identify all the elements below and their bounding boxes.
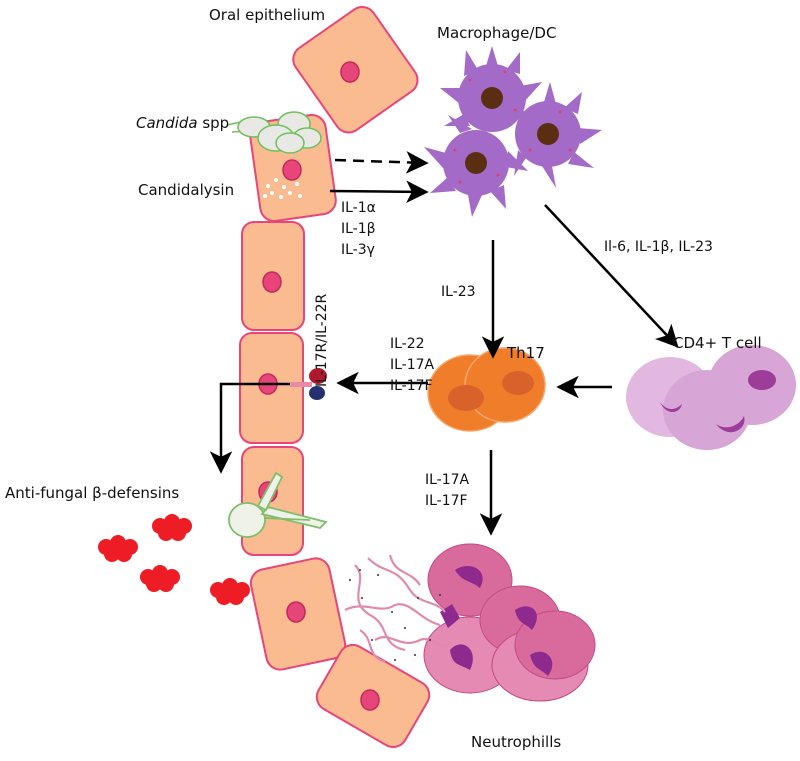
arrow-epithelium-to-macrophage [329, 180, 429, 204]
th17-cell [427, 347, 546, 432]
label-il1b: IL-1β [341, 221, 376, 237]
epithelial-cell-4 [239, 332, 304, 444]
label-macrophage-dc: Macrophage/DC [437, 24, 557, 42]
net-strands [344, 554, 451, 664]
epithelial-cell-7 [315, 643, 431, 749]
epithelial-cell-5 [241, 446, 304, 556]
label-il1-group: IL-1α IL-1β IL-3γ [341, 198, 376, 261]
macrophage-cluster [424, 46, 602, 217]
defensin-cluster [98, 514, 250, 605]
neutrophil-cluster [423, 543, 596, 702]
label-neutrophils: Neutrophills [471, 733, 562, 751]
arrow-macrophage-to-cd4 [544, 204, 679, 348]
label-candida-suffix: spp [197, 114, 230, 132]
label-il17f-lower: IL-17F [425, 493, 468, 509]
label-il22: IL-22 [390, 336, 425, 352]
epithelial-cell-1 [292, 6, 419, 134]
label-il3g: IL-3γ [341, 242, 375, 258]
label-il23: IL-23 [441, 284, 476, 300]
epithelial-cell-6 [249, 557, 347, 671]
cd4-t-cell [626, 345, 796, 450]
label-il17a-lower: IL-17A [425, 472, 470, 488]
label-th17: Th17 [507, 344, 545, 362]
label-oral-epithelium: Oral epithelium [209, 6, 326, 24]
candidalysin-dots [263, 178, 302, 199]
label-il17-group: IL-17A IL-17F [425, 470, 469, 512]
net-dots [349, 569, 441, 661]
candida-icon [227, 111, 322, 154]
label-receptor: IL-17R/IL-22R [314, 293, 330, 387]
label-il22-group: IL-22 IL-17A IL-17F [390, 334, 434, 397]
arrow-receptor-to-defensins [209, 382, 290, 474]
candida-hypha-icon [228, 471, 328, 538]
label-candida-genus: Candida [136, 114, 198, 132]
label-cd4: CD4+ T cell [673, 334, 762, 352]
label-antifungal: Anti-fungal β-defensins [5, 484, 180, 502]
receptor-icon [290, 368, 327, 400]
epithelial-cell-3 [241, 221, 305, 331]
label-il17a: IL-17A [390, 357, 435, 373]
label-candidalysin: Candidalysin [138, 181, 235, 199]
dashed-arrow [334, 151, 429, 174]
label-il1a: IL-1α [341, 200, 376, 216]
label-il6-group: Il-6, IL-1β, IL-23 [604, 239, 713, 255]
label-il17f: IL-17F [390, 378, 433, 394]
arrows [209, 151, 679, 536]
label-candida: Candida spp [136, 114, 229, 132]
